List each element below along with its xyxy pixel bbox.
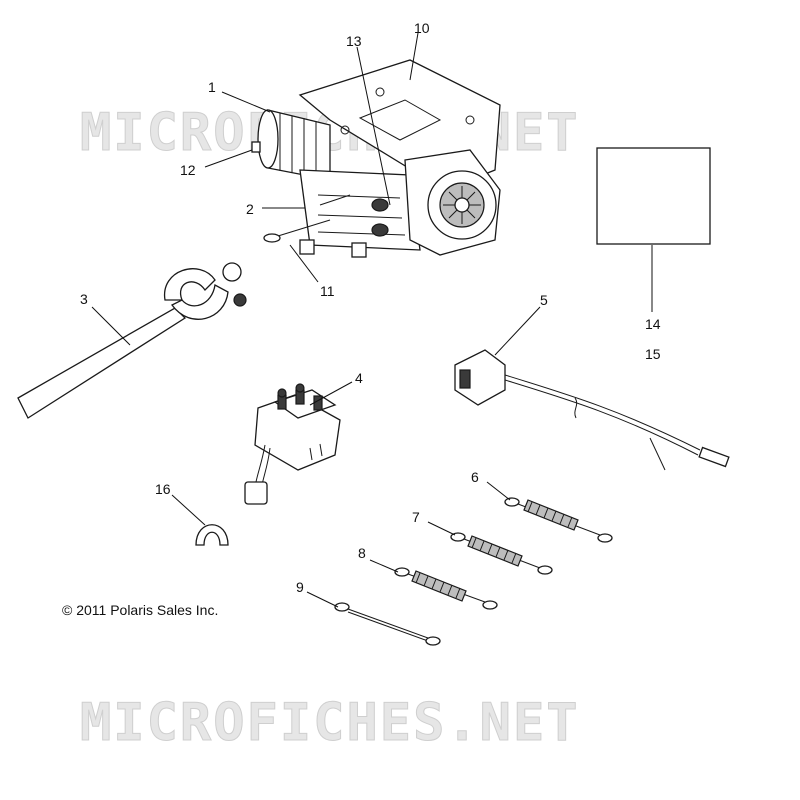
callout-10: 10	[414, 20, 430, 36]
callout-16: 16	[155, 481, 171, 497]
watermark-bottom: MICROFICHES.NET	[80, 693, 580, 753]
callout-7: 7	[412, 509, 420, 525]
callout-3: 3	[80, 291, 88, 307]
callout-5: 5	[540, 292, 548, 308]
callout-9: 9	[296, 579, 304, 595]
callout-2: 2	[246, 201, 254, 217]
drum-coils	[371, 198, 389, 237]
contactor	[244, 383, 341, 505]
copyright-notice: © 2011 Polaris Sales Inc.	[62, 602, 218, 618]
callout-12: 12	[180, 162, 196, 178]
callout-1: 1	[208, 79, 216, 95]
callout-8: 8	[358, 545, 366, 561]
callout-numbers: 1 2 3 4 5 6 7 8 9 10 11 12 13 14 15 16	[80, 20, 661, 595]
leader-lines	[91, 32, 653, 608]
callout-11: 11	[320, 283, 335, 299]
callout-14: 14	[645, 316, 661, 332]
callout-13: 13	[346, 33, 362, 49]
kit-box	[596, 147, 711, 245]
clip	[195, 524, 229, 546]
cable-6	[504, 497, 613, 543]
cable-8	[394, 567, 498, 610]
callout-6: 6	[471, 469, 479, 485]
winch-assembly	[251, 59, 501, 258]
cable-9	[334, 602, 441, 646]
callout-4: 4	[355, 370, 363, 386]
wire-harness	[454, 349, 730, 471]
winch-strap: POLARIS	[17, 262, 247, 419]
cable-7	[450, 532, 553, 575]
callout-15: 15	[645, 346, 661, 362]
